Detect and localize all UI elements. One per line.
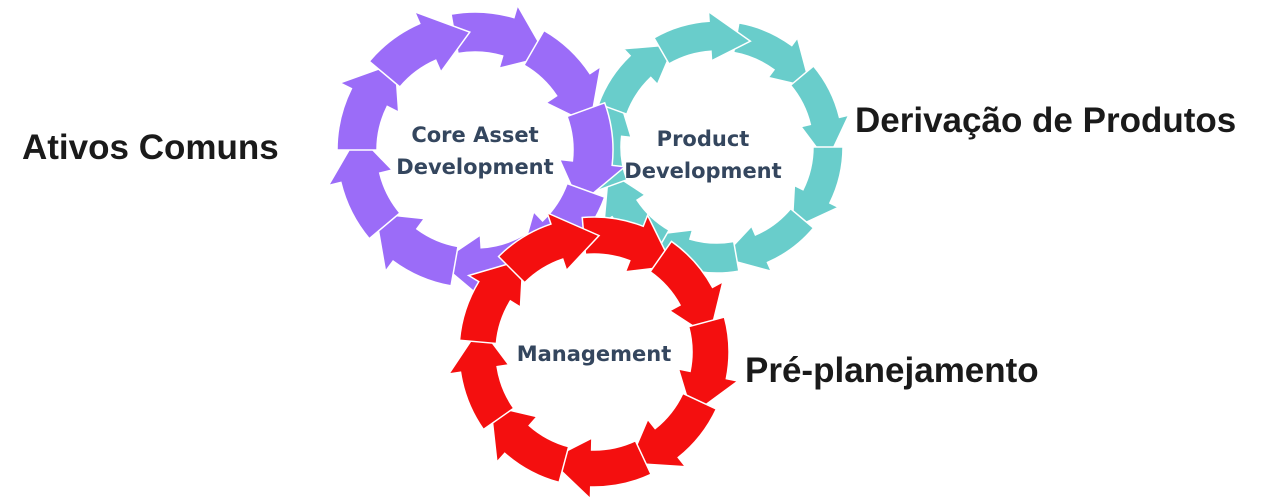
derivacao-de-produtos-label: Derivação de Produtos [855,101,1237,140]
management-arrow-6 [489,404,570,484]
management-arrow-9 [497,211,601,284]
ativos-comuns-label: Ativos Comuns [22,128,279,167]
product-label-line1: Product [657,127,750,151]
core-asset-development-cycle [326,3,627,303]
management-cycle [447,211,740,499]
product-label-line2: Development [624,159,781,183]
management-label: Management [517,342,672,366]
core-asset-arrow-6 [374,212,459,287]
pre-planejamento-label: Pré-planejamento [745,351,1039,390]
core-asset-label-line1: Core Asset [411,123,538,147]
core-asset-arrow-9 [368,10,472,89]
core-asset-label-line2: Development [396,155,553,179]
product-arrow-9 [652,10,752,65]
